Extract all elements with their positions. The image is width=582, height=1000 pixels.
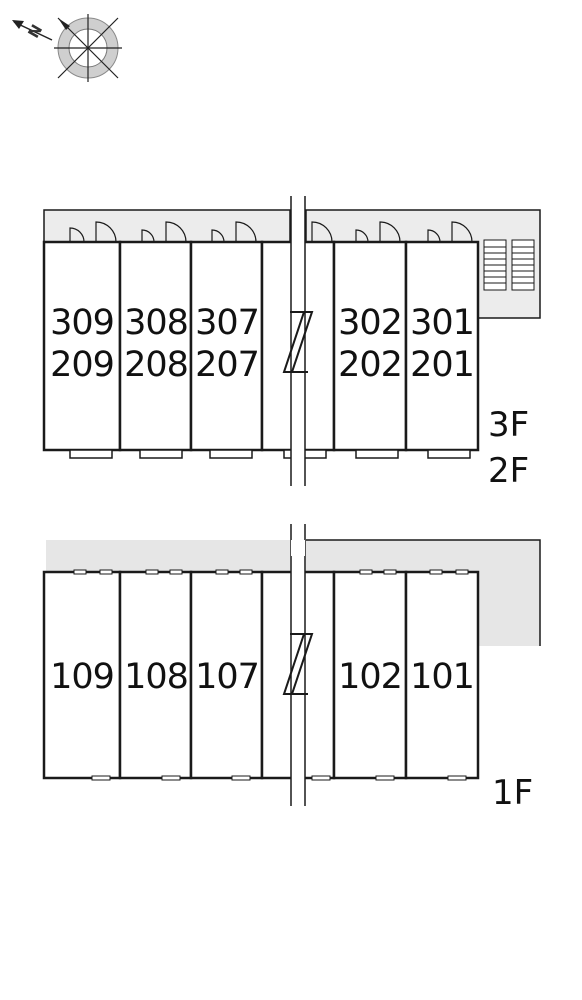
unit-box [332,240,408,452]
north-arrow-icon [12,20,24,29]
door-icon [451,221,473,243]
break-mark-icon [290,311,314,373]
floor-label-3f: 3F [488,405,529,445]
unit-number-1f: 102 [338,657,402,697]
staircase-icon [483,239,535,291]
unit-number-2f: 202 [338,345,402,385]
door-icon [141,229,155,243]
door-icon [165,221,187,243]
unit-number-1f: 109 [50,657,114,697]
door-icon [355,229,369,243]
unit-box [42,240,122,452]
unit-number-3f: 309 [50,303,114,343]
omission-gap [291,196,305,486]
door-icon [95,221,117,243]
unit-number-2f: 208 [124,345,188,385]
north-letter: N [24,21,46,41]
upper-corridor [43,209,291,243]
unit-box [404,570,480,780]
door-icon [311,221,333,243]
opening-marks [73,569,469,781]
break-mark-icon [290,633,314,695]
omission-gap [291,524,305,806]
ground-corridor-right [306,540,540,646]
unit-number-2f: 209 [50,345,114,385]
unit-box [189,570,264,780]
door-icons [69,221,473,243]
door-icon [235,221,257,243]
floor-label-1f: 1F [492,773,533,813]
door-icon [379,221,401,243]
unit-number-1f: 101 [410,657,474,697]
unit-number-2f: 201 [410,345,474,385]
unit-number-2f: 207 [195,345,259,385]
unit-number-3f: 302 [338,303,402,343]
floor-label-2f: 2F [488,451,529,491]
ground-floor-block: 109 108 107 102 101 1F [42,524,541,813]
unit-number-1f: 108 [124,657,188,697]
unit-box [42,570,122,780]
upper-floor-block: 309 209 308 208 307 207 302 202 301 201 … [42,196,541,491]
compass: N [12,14,122,82]
unit-number-1f: 107 [195,657,259,697]
unit-number-3f: 307 [195,303,259,343]
unit-number-3f: 301 [410,303,474,343]
unit-box [118,240,193,452]
door-icon [69,227,85,243]
unit-number-3f: 308 [124,303,188,343]
door-icon [211,229,225,243]
compass-needle-icon [58,18,70,30]
door-icon [427,229,441,243]
ground-corridor [46,540,290,572]
